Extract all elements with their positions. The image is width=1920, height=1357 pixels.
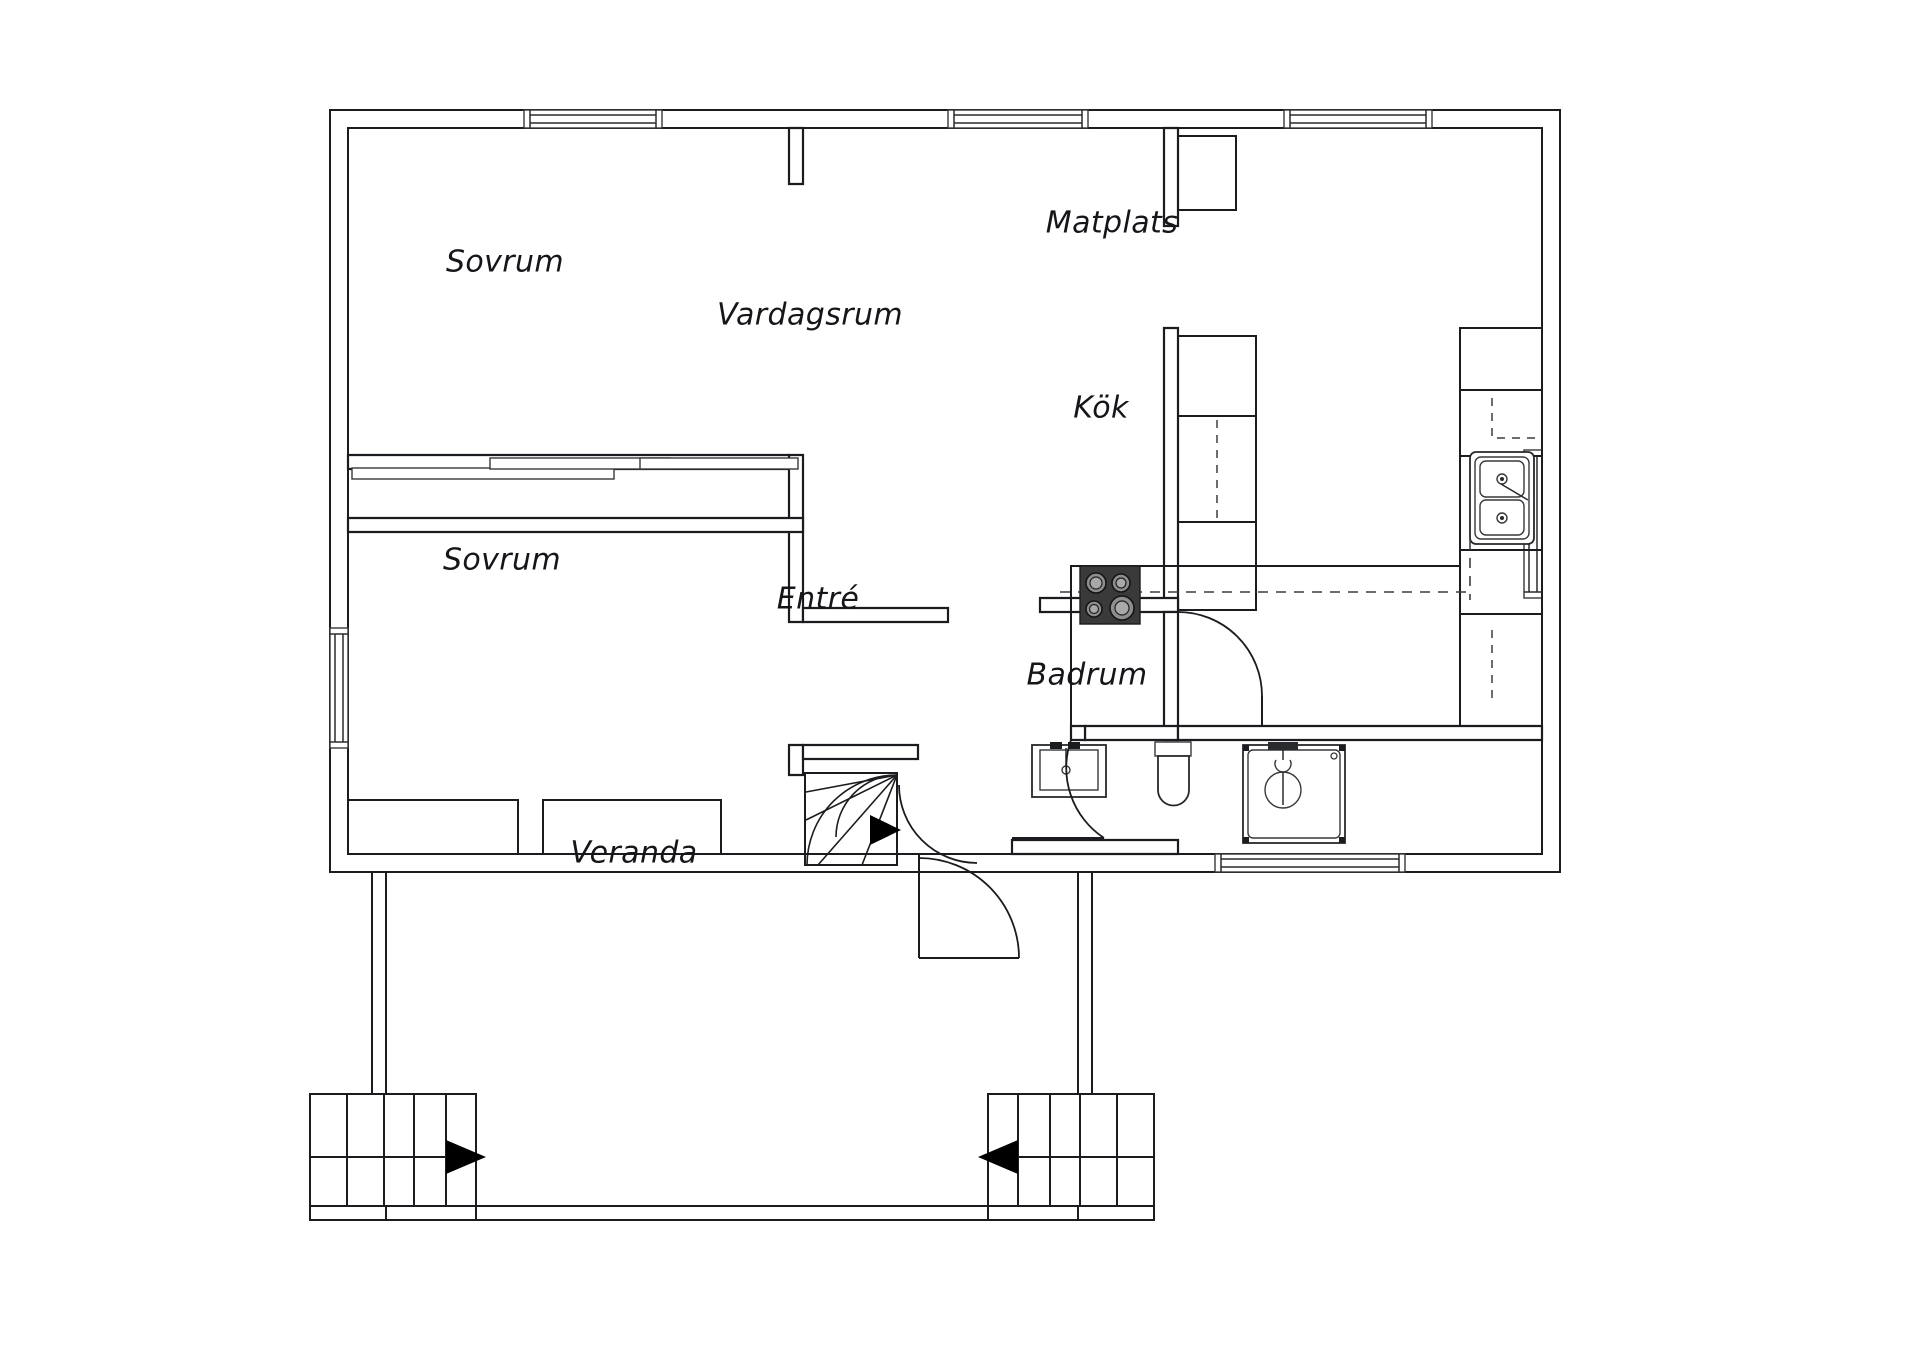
room-label-badrum: Badrum bbox=[1027, 658, 1148, 693]
bathroom-shower bbox=[1242, 742, 1346, 844]
bathroom-washbasin bbox=[1031, 742, 1107, 798]
room-label-sovrum-bottom: Sovrum bbox=[443, 543, 561, 578]
room-label-vardagsrum: Vardagsrum bbox=[717, 298, 903, 333]
room-label-kok: Kök bbox=[1073, 391, 1130, 426]
veranda-steps-right bbox=[978, 1093, 1155, 1221]
door-veranda bbox=[918, 854, 1020, 959]
window-west-1 bbox=[329, 627, 349, 749]
window-north-2 bbox=[947, 109, 1089, 129]
door-stair-closet bbox=[898, 784, 978, 864]
cooktop bbox=[1079, 565, 1141, 625]
room-label-veranda: Veranda bbox=[570, 836, 697, 871]
door-badrum bbox=[1012, 739, 1105, 839]
veranda-steps-left bbox=[309, 1093, 486, 1221]
wardrobe-upper-bedroom bbox=[347, 457, 799, 519]
kitchen-pantry-cabinets bbox=[1177, 135, 1257, 611]
room-label-matplats: Matplats bbox=[1046, 206, 1178, 241]
room-label-entre: Entré bbox=[777, 582, 860, 617]
kitchen-counter-lower bbox=[1060, 540, 1471, 727]
exterior-walls bbox=[329, 109, 1561, 873]
window-north-1 bbox=[523, 109, 663, 129]
door-kitchen-to-entre bbox=[1177, 611, 1263, 726]
bathroom-toilet bbox=[1154, 741, 1192, 807]
spiral-staircase bbox=[804, 772, 901, 866]
room-label-sovrum-top: Sovrum bbox=[446, 245, 564, 280]
bedroom-furniture bbox=[347, 799, 722, 855]
kitchen-sink bbox=[1469, 451, 1535, 545]
window-south-1 bbox=[1214, 853, 1406, 873]
window-north-3 bbox=[1283, 109, 1433, 129]
